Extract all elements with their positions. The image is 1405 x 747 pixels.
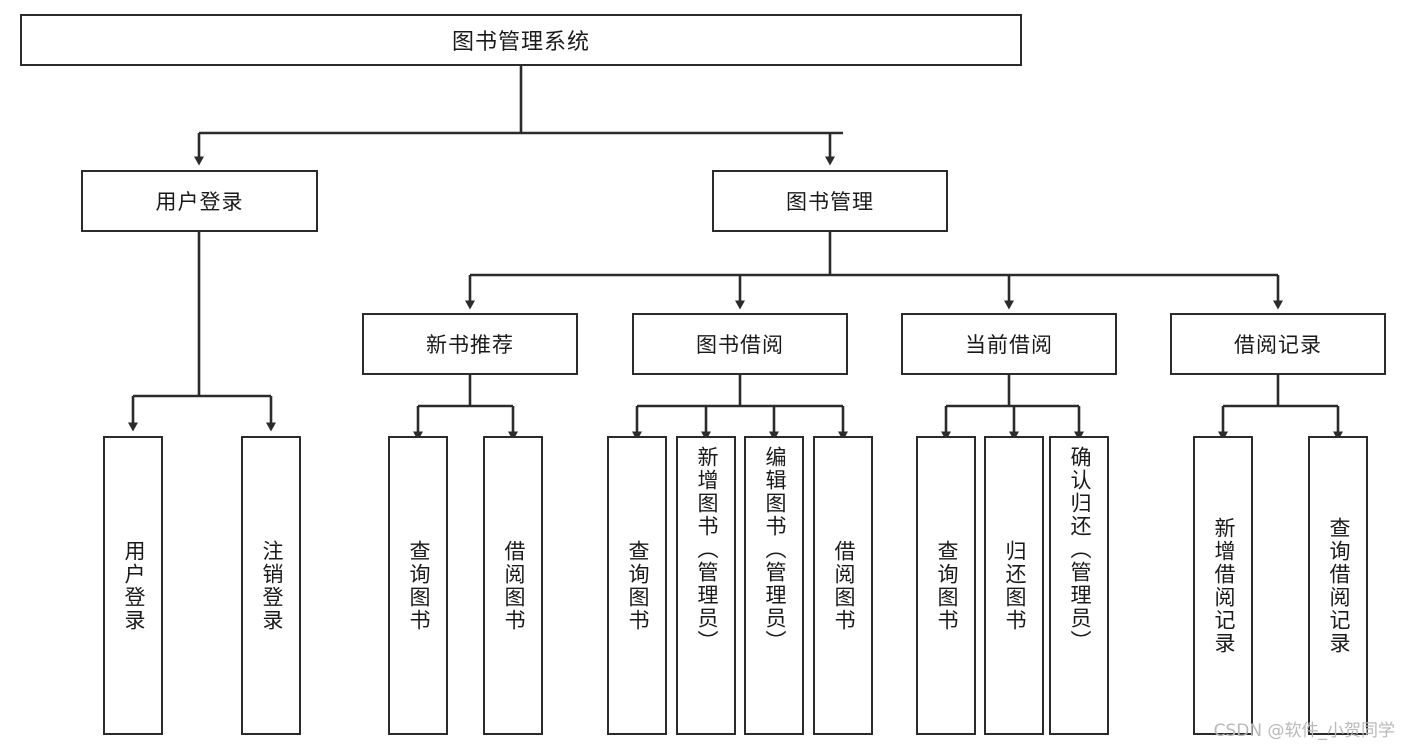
node-root-book-management-system[interactable]: 图书管理系统 — [20, 14, 1022, 66]
node-label: 当前借阅 — [965, 333, 1053, 357]
node-user-login[interactable]: 用户登录 — [81, 170, 318, 232]
node-label: 查询借阅记录 — [1326, 516, 1351, 655]
node-new-book-recommendation[interactable]: 新书推荐 — [362, 313, 578, 375]
watermark-text: CSDN @软件_小贺同学 — [1213, 721, 1395, 741]
node-leaf-edit-book-admin[interactable]: 编辑图书（管理员） — [744, 436, 804, 735]
node-leaf-add-borrow-record[interactable]: 新增借阅记录 — [1193, 436, 1253, 735]
node-leaf-query-borrow-record[interactable]: 查询借阅记录 — [1308, 436, 1368, 735]
node-label: 编辑图书（管理员） — [762, 446, 787, 653]
node-book-borrow[interactable]: 图书借阅 — [632, 313, 848, 375]
node-label: 查询图书 — [934, 539, 959, 632]
node-label: 新增借阅记录 — [1211, 516, 1236, 655]
node-label: 查询图书 — [625, 539, 650, 632]
node-current-borrow[interactable]: 当前借阅 — [901, 313, 1117, 375]
node-leaf-query-book-new[interactable]: 查询图书 — [388, 436, 448, 735]
node-borrow-record[interactable]: 借阅记录 — [1170, 313, 1386, 375]
node-label: 图书管理系统 — [451, 30, 590, 55]
node-leaf-user-login[interactable]: 用户登录 — [103, 436, 163, 735]
node-label: 用户登录 — [121, 539, 146, 632]
node-label: 借阅记录 — [1234, 333, 1322, 357]
node-leaf-borrow-book-borrow[interactable]: 借阅图书 — [813, 436, 873, 735]
node-label: 图书借阅 — [696, 333, 784, 357]
node-leaf-add-book-admin[interactable]: 新增图书（管理员） — [676, 436, 736, 735]
node-leaf-logout[interactable]: 注销登录 — [241, 436, 301, 735]
node-label: 用户登录 — [155, 190, 244, 214]
node-leaf-confirm-return-admin[interactable]: 确认归还（管理员） — [1049, 436, 1109, 735]
node-label: 借阅图书 — [501, 539, 526, 632]
node-leaf-query-book-current[interactable]: 查询图书 — [916, 436, 976, 735]
node-leaf-return-book[interactable]: 归还图书 — [984, 436, 1044, 735]
node-label: 注销登录 — [259, 539, 284, 632]
node-leaf-query-book-borrow[interactable]: 查询图书 — [607, 436, 667, 735]
node-label: 图书管理 — [786, 190, 874, 214]
node-leaf-borrow-book-new[interactable]: 借阅图书 — [483, 436, 543, 735]
node-label: 查询图书 — [406, 539, 431, 632]
node-label: 确认归还（管理员） — [1067, 446, 1092, 653]
node-label: 借阅图书 — [831, 539, 856, 632]
node-book-management[interactable]: 图书管理 — [712, 170, 948, 232]
node-label: 归还图书 — [1002, 539, 1027, 632]
node-label: 新增图书（管理员） — [694, 446, 719, 653]
node-label: 新书推荐 — [426, 333, 514, 357]
